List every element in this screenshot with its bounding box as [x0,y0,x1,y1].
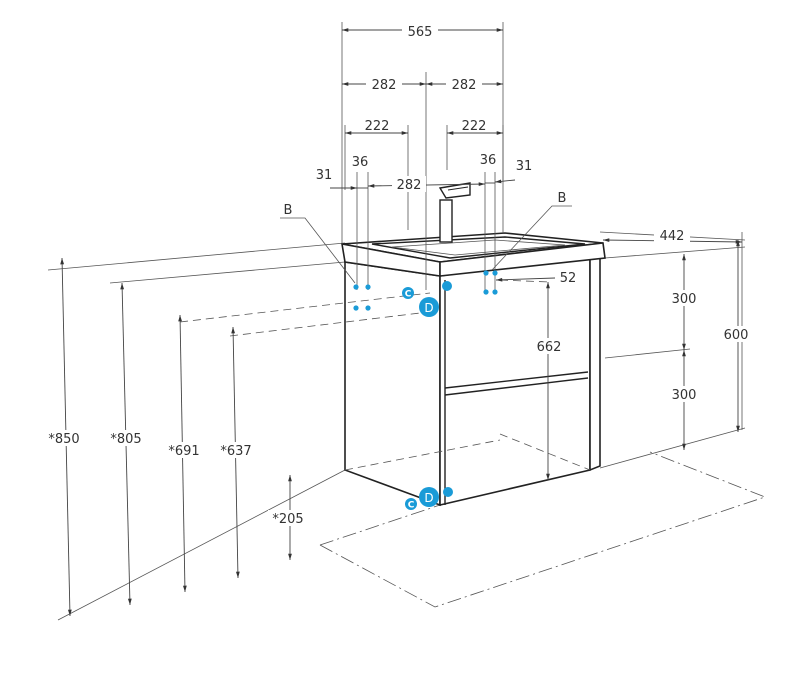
wall-outline [47,231,746,621]
dim-282-right: 282 [452,78,477,93]
dim-222-right: 222 [462,119,487,134]
marker-d-top: D [424,301,433,315]
dim-282-left: 282 [372,78,397,93]
dim-222-left: 222 [365,119,390,134]
label-b-right: B [558,191,567,206]
top-dimensions: 565 282 282 222 222 31 36 282 36 31 [316,22,533,193]
dim-565: 565 [408,25,433,40]
b-markers: B B [280,191,572,284]
dim-637: *637 [220,444,251,459]
dim-36-left: 36 [352,155,369,170]
dim-205: *205 [272,512,303,527]
dim-36-right: 36 [480,153,497,168]
dim-300-lower: 300 [672,388,697,403]
dim-691: *691 [168,444,199,459]
dim-442: 442 [660,229,685,244]
dim-850: *850 [48,432,79,447]
dim-31-right: 31 [516,159,533,174]
dim-52: 52 [560,271,577,286]
faucet-icon [438,182,471,243]
dim-282-mixer: 282 [397,178,422,193]
dim-600: 600 [724,328,749,343]
height-dimensions: *850 *805 *691 *637 *205 [44,257,310,617]
connection-points: C D C D [353,270,498,511]
hidden-lines [179,279,591,471]
floor-footprint [319,451,767,608]
marker-c-bottom: C [408,501,415,511]
depth-dimension: 442 [602,228,743,244]
dim-805: *805 [110,432,141,447]
dim-31-left: 31 [316,168,333,183]
marker-d-bottom: D [424,491,433,505]
dim-300-upper: 300 [672,292,697,307]
dim-662: 662 [537,340,562,355]
front-dimensions: 52 662 300 300 600 [495,240,756,480]
marker-c-top: C [405,290,412,300]
cabinet [344,250,601,507]
label-b-left: B [284,203,293,218]
